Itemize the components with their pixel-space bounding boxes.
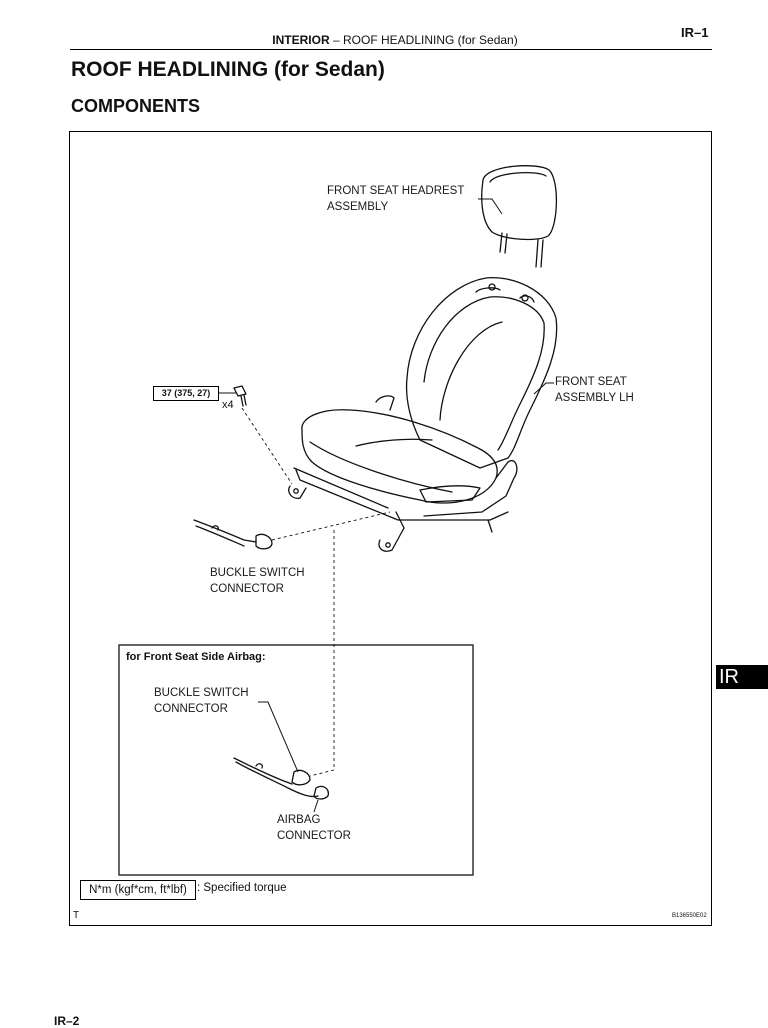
bolt-drawing	[233, 385, 247, 407]
figure-code: B136550E02	[672, 913, 707, 919]
next-page-code: IR–2	[54, 1014, 80, 1028]
torque-spec-box: 37 (375, 27)	[153, 386, 219, 401]
airbag-inset-frame	[118, 644, 474, 876]
buckle-connector-drawing	[193, 519, 273, 550]
torque-legend-box: N*m (kgf*cm, ft*lbf)	[80, 880, 196, 900]
page-number: IR–1	[681, 25, 709, 40]
header-rule	[70, 49, 712, 50]
inset-airbag-label: AIRBAG CONNECTOR	[277, 814, 351, 842]
inset-buckle-label: BUCKLE SWITCH CONNECTOR	[154, 687, 249, 715]
header-separator: –	[332, 33, 340, 47]
running-header: INTERIOR – ROOF HEADLINING (for Sedan) I…	[0, 25, 768, 49]
buckle-connector-label: BUCKLE SWITCH CONNECTOR	[210, 567, 305, 595]
headrest-label: FRONT SEAT HEADREST ASSEMBLY	[327, 185, 465, 213]
inset-buckle-leader	[258, 701, 299, 773]
inset-airbag-leader	[313, 799, 319, 813]
torque-legend-text: : Specified torque	[197, 882, 287, 894]
dashed-guides	[241, 407, 391, 777]
inset-connectors-drawing	[233, 757, 329, 800]
seat-drawing	[288, 276, 558, 552]
page-title: ROOF HEADLINING (for Sedan)	[71, 58, 385, 81]
seat-label: FRONT SEAT ASSEMBLY LH	[555, 376, 634, 404]
figure-corner-letter: T	[73, 910, 80, 921]
leader-lines	[218, 198, 554, 395]
section-heading: COMPONENTS	[71, 96, 201, 116]
bolt-quantity: x4	[222, 399, 234, 411]
headrest-drawing	[481, 165, 558, 268]
components-figure-frame	[69, 131, 712, 926]
header-section: INTERIOR	[272, 33, 330, 47]
section-tab: IR	[716, 665, 768, 689]
inset-title: for Front Seat Side Airbag:	[126, 651, 266, 663]
header-topic: ROOF HEADLINING (for Sedan)	[343, 33, 518, 47]
